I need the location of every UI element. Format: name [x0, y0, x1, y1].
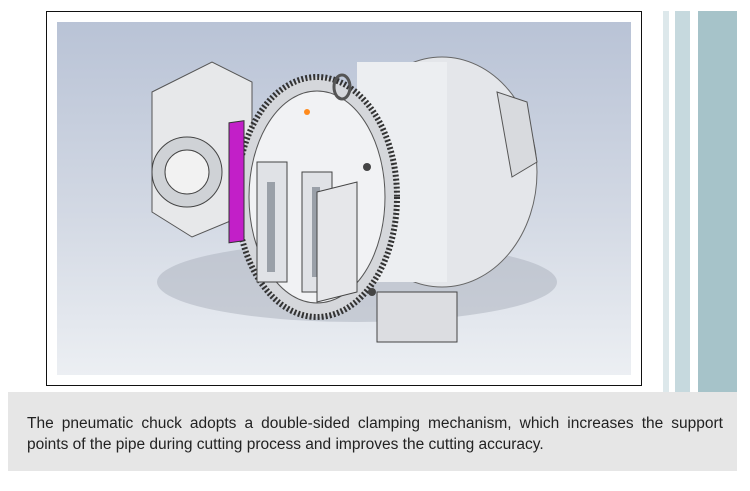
decorative-stripe [663, 11, 669, 392]
caption-box: The pneumatic chuck adopts a double-side… [8, 392, 737, 471]
caption-text: The pneumatic chuck adopts a double-side… [27, 415, 723, 453]
chuck-illustration [151, 56, 557, 343]
product-image-frame [46, 11, 642, 386]
pneumatic-chuck-render [57, 22, 631, 375]
decorative-stripe [698, 11, 737, 392]
decorative-stripe [675, 11, 690, 392]
